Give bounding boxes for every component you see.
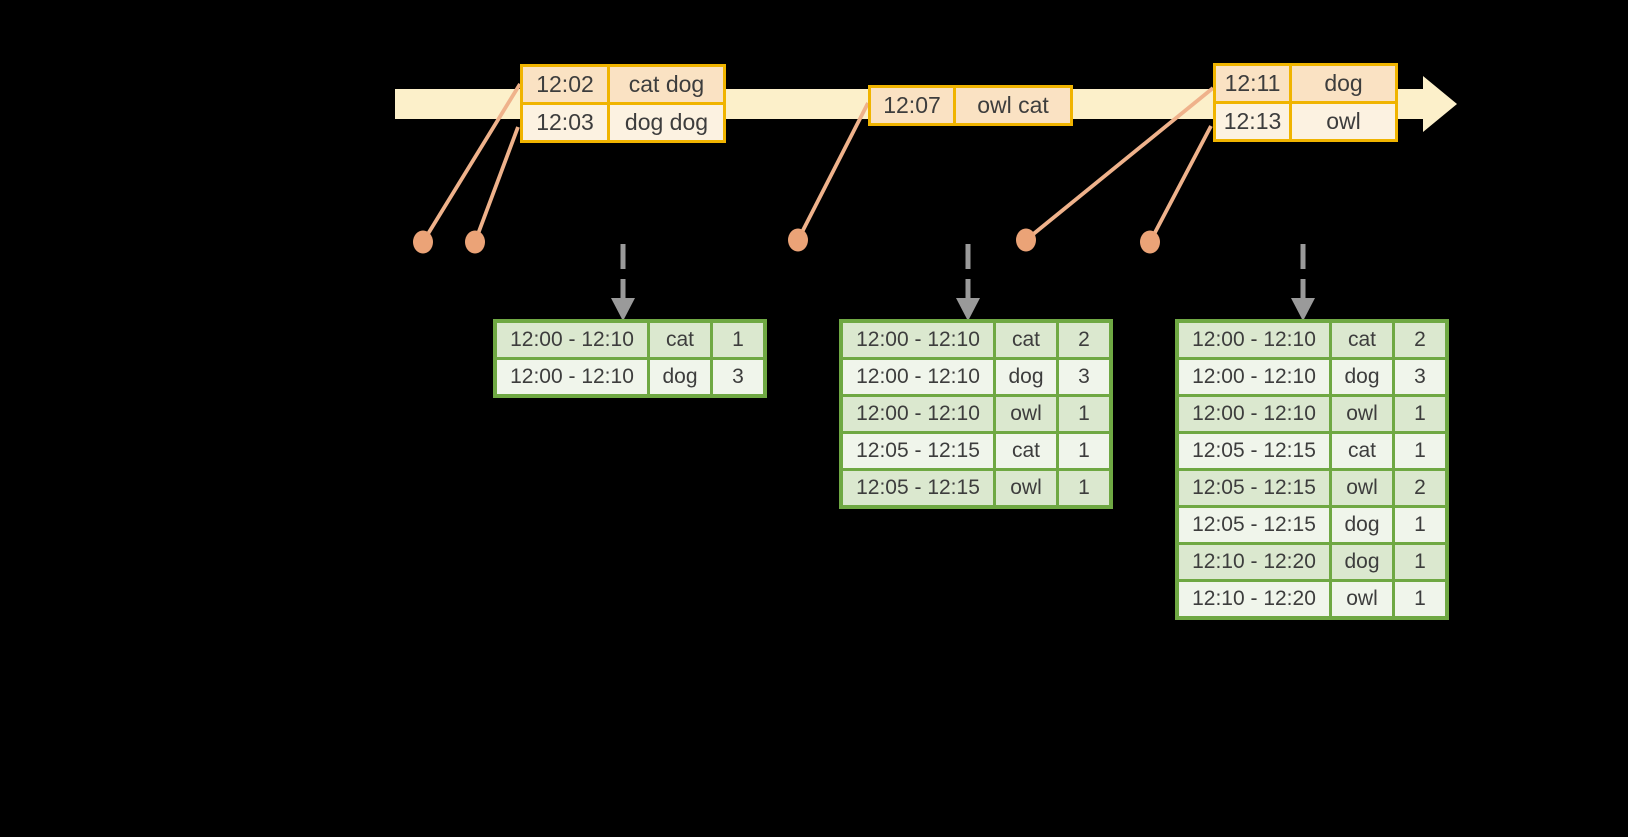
- window-cell: 12:05 - 12:15: [843, 434, 993, 468]
- event-words-cell: owl cat: [956, 88, 1070, 123]
- count-cell: 1: [1059, 471, 1109, 505]
- word-cell: owl: [1332, 471, 1392, 505]
- connector-line-2: [473, 126, 520, 243]
- window-cell: 12:00 - 12:10: [843, 323, 993, 357]
- count-cell: 1: [1395, 508, 1445, 542]
- count-cell: 1: [1395, 582, 1445, 616]
- count-cell: 1: [1395, 434, 1445, 468]
- count-cell: 3: [1059, 360, 1109, 394]
- event-words-cell: owl: [1292, 104, 1395, 139]
- window-cell: 12:05 - 12:15: [1179, 434, 1329, 468]
- timeline-arrowhead-icon: [1423, 76, 1457, 132]
- count-cell: 1: [1395, 545, 1445, 579]
- event-dot-4: [1016, 228, 1036, 252]
- word-cell: dog: [650, 360, 710, 394]
- count-cell: 3: [713, 360, 763, 394]
- down-arrow-icon-2: [956, 244, 980, 321]
- event-time-cell: 12:07: [871, 88, 953, 123]
- window-cell: 12:10 - 12:20: [1179, 582, 1329, 616]
- connector-line-3: [796, 102, 870, 241]
- result-table-3: 12:00 - 12:10 cat 2 12:00 - 12:10 dog 3 …: [1175, 319, 1449, 620]
- count-cell: 2: [1395, 471, 1445, 505]
- event-time-cell: 12:13: [1216, 104, 1289, 139]
- window-cell: 12:05 - 12:15: [1179, 471, 1329, 505]
- down-arrow-icon-3: [1291, 244, 1315, 321]
- event-words-cell: dog dog: [610, 105, 723, 140]
- event-time-cell: 12:02: [523, 67, 607, 102]
- down-arrow-icon-1: [611, 244, 635, 321]
- window-cell: 12:00 - 12:10: [497, 360, 647, 394]
- event-words-cell: dog: [1292, 66, 1395, 101]
- down-arrow-head: [1291, 298, 1315, 321]
- connector-line-5: [1148, 125, 1213, 243]
- window-cell: 12:00 - 12:10: [497, 323, 647, 357]
- word-cell: cat: [996, 323, 1056, 357]
- word-cell: cat: [1332, 434, 1392, 468]
- count-cell: 2: [1395, 323, 1445, 357]
- event-time-cell: 12:11: [1216, 66, 1289, 101]
- down-arrow-head: [956, 298, 980, 321]
- window-cell: 12:00 - 12:10: [843, 397, 993, 431]
- count-cell: 1: [1059, 397, 1109, 431]
- event-dot-1: [413, 230, 433, 254]
- word-cell: dog: [1332, 545, 1392, 579]
- window-cell: 12:00 - 12:10: [1179, 323, 1329, 357]
- count-cell: 1: [1395, 397, 1445, 431]
- count-cell: 2: [1059, 323, 1109, 357]
- event-words-cell: cat dog: [610, 67, 723, 102]
- word-cell: cat: [1332, 323, 1392, 357]
- word-cell: owl: [1332, 582, 1392, 616]
- window-cell: 12:10 - 12:20: [1179, 545, 1329, 579]
- word-cell: dog: [1332, 508, 1392, 542]
- word-cell: owl: [996, 471, 1056, 505]
- connector-line-4: [1024, 86, 1215, 242]
- count-cell: 3: [1395, 360, 1445, 394]
- window-cell: 12:00 - 12:10: [843, 360, 993, 394]
- word-cell: cat: [650, 323, 710, 357]
- word-cell: owl: [996, 397, 1056, 431]
- connector-line-1: [421, 83, 522, 243]
- word-cell: dog: [1332, 360, 1392, 394]
- window-cell: 12:00 - 12:10: [1179, 397, 1329, 431]
- window-cell: 12:05 - 12:15: [1179, 508, 1329, 542]
- word-cell: owl: [1332, 397, 1392, 431]
- event-dot-2: [465, 230, 485, 254]
- event-table-12-07: 12:07 owl cat: [868, 85, 1073, 126]
- down-arrow-head: [611, 298, 635, 321]
- count-cell: 1: [1059, 434, 1109, 468]
- event-table-12-02: 12:02 cat dog 12:03 dog dog: [520, 64, 726, 143]
- event-time-cell: 12:03: [523, 105, 607, 140]
- event-dot-5: [1140, 230, 1160, 254]
- word-cell: dog: [996, 360, 1056, 394]
- result-table-1: 12:00 - 12:10 cat 1 12:00 - 12:10 dog 3: [493, 319, 767, 398]
- event-dot-3: [788, 228, 808, 252]
- event-table-12-11: 12:11 dog 12:13 owl: [1213, 63, 1398, 142]
- word-cell: cat: [996, 434, 1056, 468]
- window-cell: 12:05 - 12:15: [843, 471, 993, 505]
- result-table-2: 12:00 - 12:10 cat 2 12:00 - 12:10 dog 3 …: [839, 319, 1113, 509]
- count-cell: 1: [713, 323, 763, 357]
- window-cell: 12:00 - 12:10: [1179, 360, 1329, 394]
